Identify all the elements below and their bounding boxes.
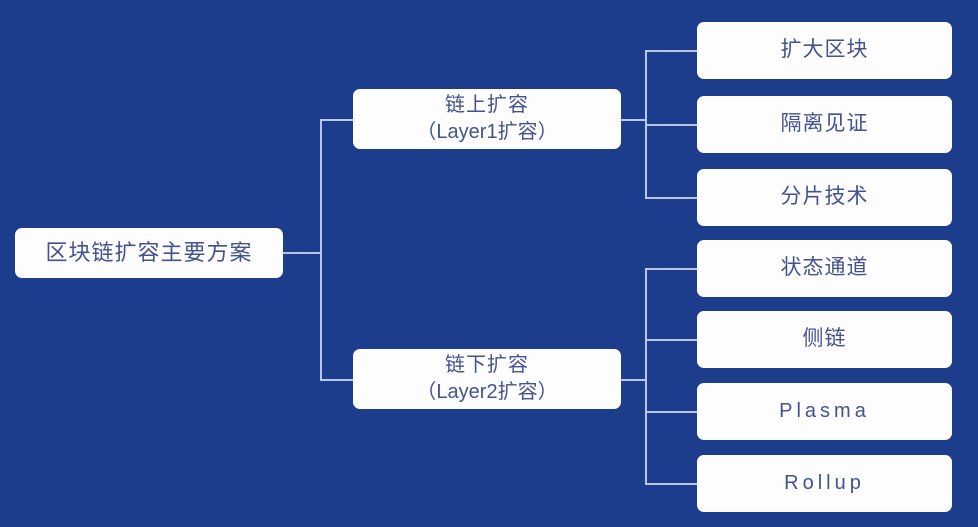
connector-branch-1-spine [645, 268, 647, 484]
connector-branch-0-to-leaf-2 [645, 197, 698, 199]
connector-branch-0-to-leaf-0 [645, 50, 698, 52]
leaf-node-bigger-blocks[interactable]: 扩大区块 [697, 22, 952, 79]
connector-branch-1-to-leaf-3 [645, 483, 698, 485]
root-node[interactable]: 区块链扩容主要方案 [15, 228, 283, 278]
leaf-node-label: Rollup [784, 472, 865, 494]
leaf-node-sharding[interactable]: 分片技术 [697, 169, 952, 226]
branch-node-on-chain[interactable]: 链上扩容 （Layer1扩容） [353, 89, 621, 149]
connector-root-spine [320, 119, 322, 381]
connector-branch-0-stub [621, 119, 647, 121]
leaf-node-rollup[interactable]: Rollup [697, 455, 952, 512]
leaf-node-label: 状态通道 [780, 256, 869, 280]
leaf-node-label: 隔离见证 [780, 112, 869, 136]
branch-node-on-chain-label-line1: 链上扩容 [445, 94, 529, 116]
connector-root-stub [283, 252, 322, 254]
leaf-node-label: 分片技术 [780, 185, 869, 209]
leaf-node-label: 扩大区块 [780, 38, 869, 62]
leaf-node-state-channel[interactable]: 状态通道 [697, 240, 952, 297]
connector-branch-1-to-leaf-0 [645, 268, 698, 270]
leaf-node-sidechain[interactable]: 侧链 [697, 311, 952, 368]
leaf-node-label: Plasma [779, 400, 870, 422]
leaf-node-label: 侧链 [802, 327, 847, 351]
branch-node-off-chain-label-line1: 链下扩容 [445, 354, 529, 376]
leaf-node-plasma[interactable]: Plasma [697, 383, 952, 440]
connector-branch-1-to-leaf-2 [645, 411, 698, 413]
connector-root-to-branch-0 [320, 119, 354, 121]
branch-node-off-chain-label-line2: （Layer2扩容） [416, 381, 558, 403]
connector-branch-1-stub [621, 379, 647, 381]
connector-branch-0-to-leaf-1 [645, 124, 698, 126]
connector-branch-1-to-leaf-1 [645, 339, 698, 341]
leaf-node-segwit[interactable]: 隔离见证 [697, 96, 952, 153]
connector-root-to-branch-1 [320, 379, 354, 381]
branch-node-on-chain-label-line2: （Layer1扩容） [416, 121, 558, 143]
branch-node-off-chain[interactable]: 链下扩容 （Layer2扩容） [353, 349, 621, 409]
root-node-label: 区块链扩容主要方案 [45, 240, 253, 266]
